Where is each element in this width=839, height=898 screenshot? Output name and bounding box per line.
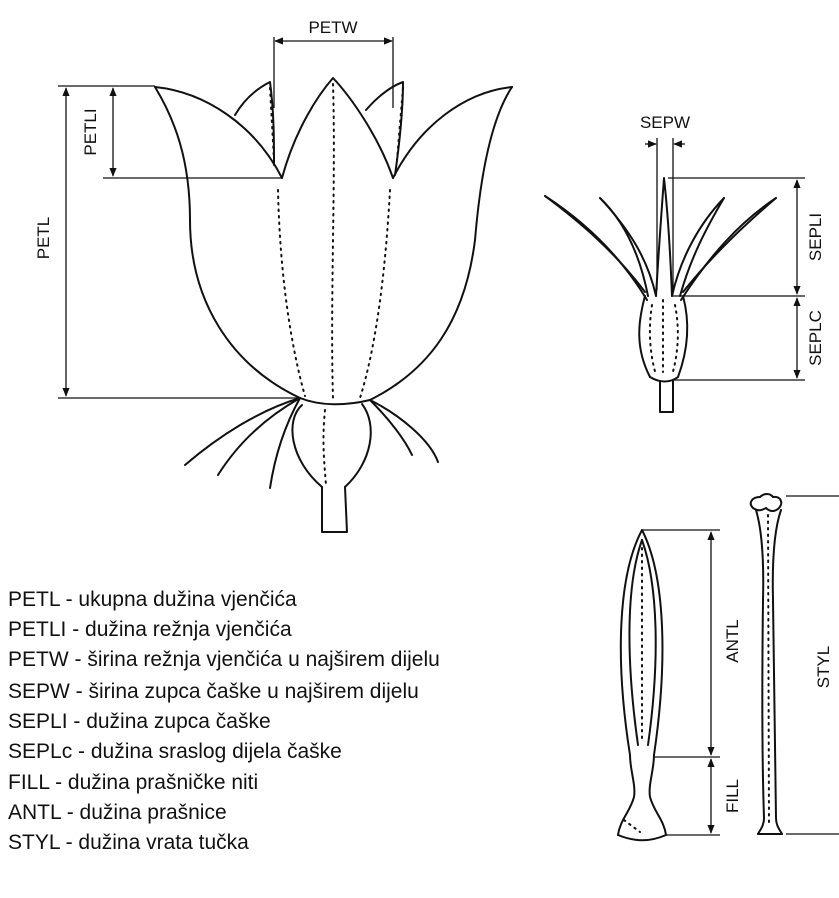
legend-item-sepli: SEPLI - dužina zupca čaške [8, 707, 419, 737]
petli-label: PETLI [81, 108, 100, 155]
pistil-veins [768, 515, 769, 825]
calyx-veins [650, 300, 678, 375]
legend-item-seplc: SEPLc - dužina sraslog dijela čaške [8, 737, 419, 767]
styl-label: STYL [814, 646, 833, 689]
legend-item-petli: PETLI - dužina režnja vjenčića [8, 615, 440, 645]
legend-item-styl: STYL - dužina vrata tučka [8, 828, 258, 858]
petw-label: PETW [308, 18, 357, 37]
sepw-dimension [645, 138, 685, 290]
bell-flower-veins [270, 84, 403, 485]
legend-item-fill: FILL - dužina prašničke niti [8, 768, 258, 798]
bell-flower-illustration [155, 78, 512, 532]
sepli-seplc-dimension [668, 178, 805, 380]
calyx-illustration [545, 178, 776, 412]
pistil-illustration [751, 494, 782, 834]
fill-label: FILL [723, 779, 742, 813]
legend-item-antl: ANTL - dužina prašnice [8, 798, 258, 828]
stamen-veins [624, 548, 642, 832]
sepw-label: SEPW [640, 113, 690, 132]
antl-label: ANTL [723, 619, 742, 662]
legend-item-sepw: SEPW - širina zupca čaške u najširem dij… [8, 677, 419, 707]
legend-organs: FILL - dužina prašničke niti ANTL - duži… [8, 768, 258, 858]
seplc-label: SEPLC [806, 310, 825, 366]
legend-sepals: SEPW - širina zupca čaške u najširem dij… [8, 677, 419, 767]
legend-item-petw: PETW - širina režnja vjenčića u najširem… [8, 645, 440, 675]
petl-label: PETL [34, 217, 53, 260]
legend-petals: PETL - ukupna dužina vjenčića PETLI - du… [8, 585, 440, 675]
petli-dimension [103, 86, 282, 178]
legend-item-petl: PETL - ukupna dužina vjenčića [8, 585, 440, 615]
sepli-label: SEPLI [806, 213, 825, 261]
